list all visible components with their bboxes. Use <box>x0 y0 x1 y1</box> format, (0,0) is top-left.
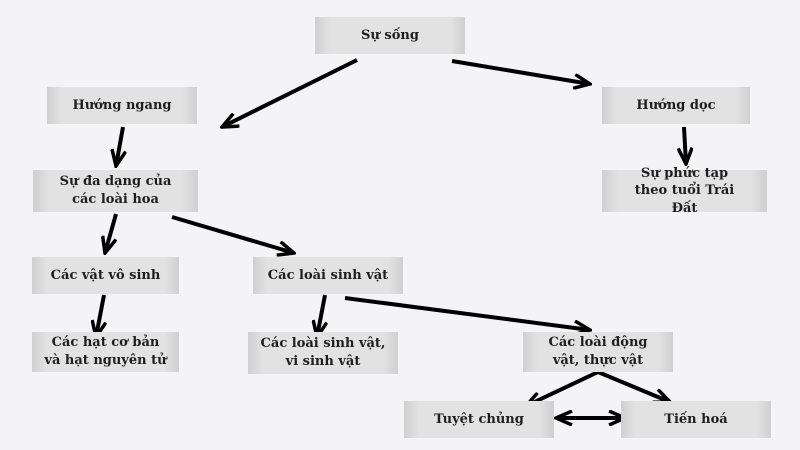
node-su-da-dang: Sự đa dạng của các loài hoa <box>33 170 198 212</box>
node-huong-ngang: Hướng ngang <box>47 87 197 124</box>
node-vi-sinh-vat: Các loài sinh vật, vi sinh vật <box>248 332 398 374</box>
node-su-phuc-tap: Sự phức tạp theo tuổi Trái Đất <box>602 166 767 216</box>
node-label: Các loài sinh vật <box>267 267 389 283</box>
node-vat-vo-sinh: Các vật vô sinh <box>32 257 179 294</box>
arrow-dong-thuc-vat-to-tien-hoa <box>597 370 670 402</box>
arrow-loai-sinh-vat-to-vi-sinh-vat <box>317 294 325 337</box>
arrow-su-song-to-huong-doc <box>451 59 590 84</box>
node-label: Sự phức tạp theo tuổi Trái Đất <box>634 165 735 216</box>
arrow-vat-vo-sinh-to-hat-co-ban <box>96 294 104 337</box>
arrow-huong-doc-to-su-phuc-tap <box>684 126 686 164</box>
node-dong-thuc-vat: Các loài động vật, thực vật <box>523 332 673 372</box>
arrow-dong-thuc-vat-to-tuyet-chung <box>526 370 599 406</box>
node-label: Các vật vô sinh <box>50 267 161 283</box>
node-label: Hướng ngang <box>72 97 172 113</box>
node-label: Các hạt cơ bản và hạt nguyên tử <box>44 335 167 368</box>
arrow-su-da-dang-to-loai-sinh-vat <box>171 215 294 253</box>
arrow-su-da-dang-to-vat-vo-sinh <box>105 213 118 253</box>
node-loai-sinh-vat: Các loài sinh vật <box>253 257 403 294</box>
node-label: Sự đa dạng của các loài hoa <box>59 174 172 207</box>
arrow-su-song-to-huong-ngang <box>222 58 358 127</box>
node-label: Các loài động vật, thực vật <box>548 335 648 368</box>
node-hat-co-ban: Các hạt cơ bản và hạt nguyên tử <box>32 332 179 372</box>
node-tien-hoa: Tiến hoá <box>621 401 771 438</box>
node-su-song: Sự sống <box>315 17 465 54</box>
arrow-huong-ngang-to-su-da-dang <box>116 126 123 166</box>
node-label: Hướng dọc <box>636 97 716 113</box>
node-label: Các loài sinh vật, vi sinh vật <box>260 336 386 369</box>
node-label: Tiến hoá <box>664 411 728 427</box>
node-huong-doc: Hướng dọc <box>602 87 750 124</box>
node-label: Tuyệt chủng <box>434 411 524 427</box>
node-tuyet-chung: Tuyệt chủng <box>404 401 554 438</box>
arrow-loai-sinh-vat-to-dong-thuc-vat <box>344 296 590 330</box>
node-label: Sự sống <box>361 27 419 43</box>
